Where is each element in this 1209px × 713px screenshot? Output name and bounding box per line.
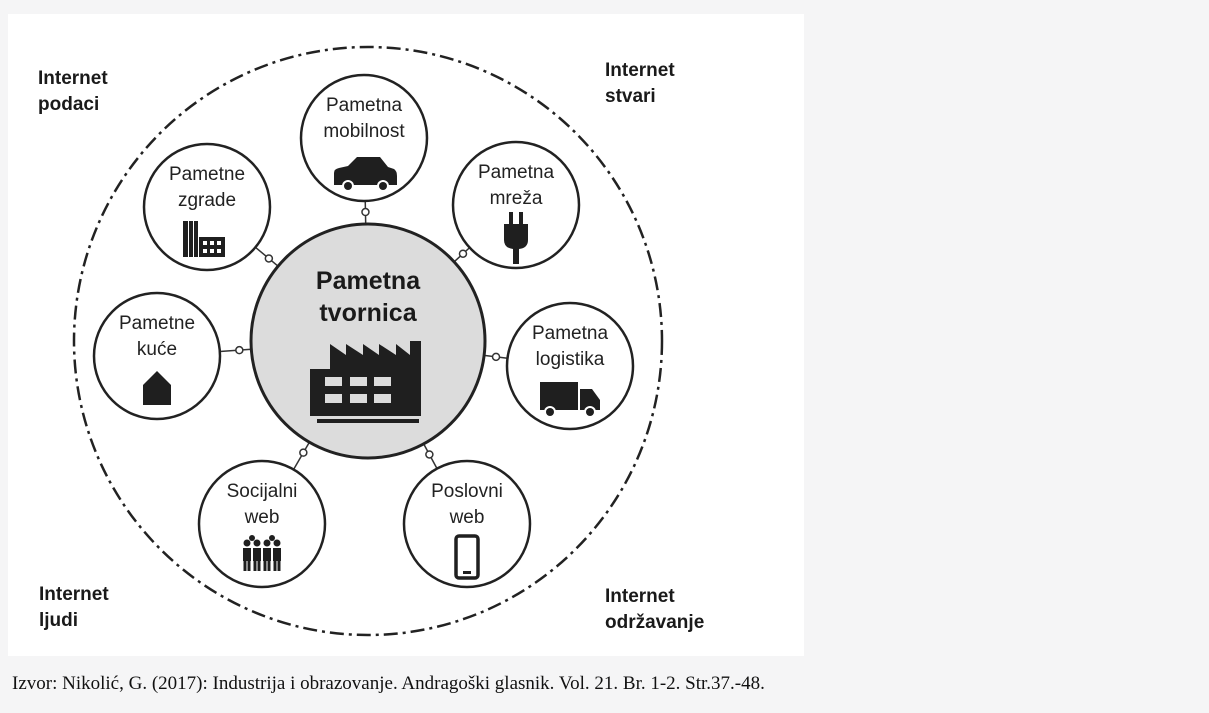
node-label-mobilnost-line-2: mobilnost [323, 121, 405, 142]
smartphone-icon [454, 534, 480, 580]
node-circle-mreza [451, 140, 581, 270]
node-label-kuce-line-1: Pametne [119, 313, 195, 334]
node-label-mreza-line-2: mreža [490, 188, 543, 209]
connector-dot-mreza [458, 249, 468, 258]
truck-icon [540, 382, 600, 418]
corner-bottom-right-line-1: Internet [605, 586, 675, 607]
node-circle-poslovni-web [402, 459, 532, 589]
corner-bottom-left-line-1: Internet [39, 584, 109, 605]
node-label-poslovni-web-line-1: Poslovni [431, 481, 503, 502]
smart-factory-diagram: Pametna tvornica PametnamobilnostPametna… [72, 45, 664, 637]
connector-dot-poslovni-web [425, 450, 434, 459]
center-circle [249, 222, 487, 460]
node-circle-zgrade [142, 142, 272, 272]
corner-top-left-line-1: Internet [38, 68, 108, 89]
connectors [219, 200, 508, 470]
connector-dot-kuce [235, 345, 244, 355]
node-mobilnost: Pametna mobilnost [299, 73, 429, 203]
node-label-poslovni-web-line-2: web [449, 507, 485, 528]
people-icon [243, 535, 281, 571]
node-label-kuce-line-2: kuće [137, 339, 177, 360]
node-label-socijalni-web-line-1: Socijalni [227, 481, 298, 502]
buildings-icon [183, 221, 225, 257]
corner-label-top-right: Internet stvari [605, 58, 675, 110]
plug-icon [504, 212, 528, 264]
node-kuce: Pametne kuće [92, 291, 222, 421]
node-circle-socijalni-web [197, 459, 327, 589]
corner-bottom-left-line-2: ljudi [39, 610, 79, 631]
house-icon [143, 371, 171, 405]
corner-bottom-right-line-2: održavanje [605, 612, 705, 633]
corner-label-top-left: Internet podaci [38, 66, 108, 118]
center-title-line-1: Pametna [316, 267, 421, 295]
node-circle-mobilnost [299, 73, 429, 203]
corner-label-bottom-left: Internet ljudi [39, 582, 109, 634]
node-label-mreza-line-1: Pametna [478, 162, 554, 183]
factory-icon [310, 341, 421, 423]
source-caption: Izvor: Nikolić, G. (2017): Industrija i … [12, 673, 765, 694]
node-label-socijalni-web-line-2: web [244, 507, 280, 528]
node-label-zgrade-line-1: Pametne [169, 164, 245, 185]
node-label-logistika-line-1: Pametna [532, 323, 608, 344]
corner-top-left-line-2: podaci [38, 94, 100, 115]
corner-top-right-line-2: stvari [605, 86, 656, 107]
node-label-logistika-line-2: logistika [536, 349, 605, 370]
connector-dot-socijalni-web [299, 448, 308, 457]
connector-dot-logistika [491, 352, 501, 362]
corner-top-right-line-1: Internet [605, 60, 675, 81]
center-title-line-2: tvornica [319, 299, 417, 327]
outer-boundary-circle [72, 45, 664, 637]
node-logistika: Pametna logistika [505, 301, 635, 431]
node-circle-logistika [505, 301, 635, 431]
connector-dot-mobilnost [361, 207, 370, 217]
connector-dot-zgrade [264, 254, 274, 263]
node-label-mobilnost-line-1: Pametna [326, 95, 402, 116]
node-mreza: Pametna mreža [451, 140, 581, 270]
node-poslovni-web: Poslovni web [402, 459, 532, 589]
node-zgrade: Pametne zgrade [142, 142, 272, 272]
corner-label-bottom-right: Internet održavanje [605, 584, 704, 636]
car-icon [334, 157, 397, 192]
node-label-zgrade-line-2: zgrade [178, 190, 236, 211]
node-circle-kuce [92, 291, 222, 421]
satellite-nodes: PametnamobilnostPametnamrežaPametnalogis… [92, 73, 635, 589]
node-socijalni-web: Socijalni web [197, 459, 327, 589]
